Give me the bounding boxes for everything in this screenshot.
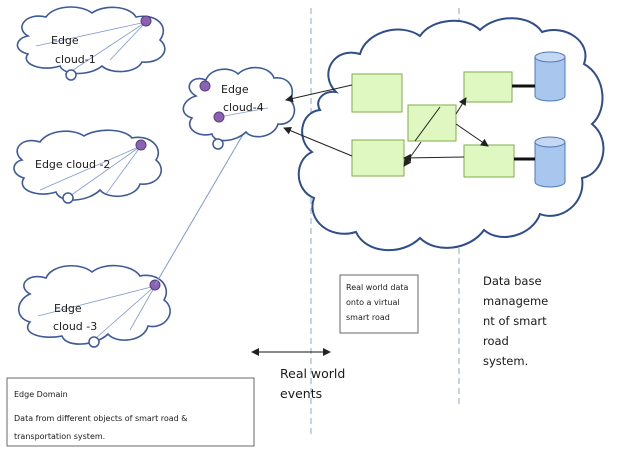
real-world-events-label: Real world events <box>280 366 345 401</box>
database-icon <box>534 136 566 188</box>
real-world-events-line2: events <box>280 386 322 401</box>
process-box <box>407 104 457 142</box>
data-flow-arrow <box>285 84 353 103</box>
database-management-label: Data base manageme nt of smart road syst… <box>483 274 548 368</box>
edge-cloud-3: Edge cloud -3 <box>17 264 171 348</box>
edge-node <box>88 336 100 348</box>
edge-cloud-4: Edge cloud-4 <box>182 66 296 150</box>
real-world-events-line1: Real world <box>280 366 345 381</box>
real-world-data-box: Real world data onto a virtual smart roa… <box>339 274 419 334</box>
process-box <box>351 73 403 113</box>
edge-cloud-2-label: Edge cloud -2 <box>35 158 110 171</box>
process-box <box>463 144 515 178</box>
edge-node <box>199 80 211 92</box>
process-box <box>463 71 513 103</box>
data-flow-arrow <box>455 123 489 147</box>
data-flow-arrow <box>403 141 422 167</box>
data-flow-arrow <box>414 106 441 142</box>
edge-node <box>140 15 152 27</box>
data-flow-arrow <box>403 153 465 162</box>
edge-cloud-1-label-line1: Edge <box>51 34 79 47</box>
edge-cloud-4-label-line1: Edge <box>221 83 249 96</box>
edge-node <box>65 69 77 81</box>
edge-cloud-1-label-line2: cloud-1 <box>55 53 96 66</box>
edge-domain-box: Edge Domain Data from different objects … <box>6 377 255 447</box>
process-box <box>351 139 405 177</box>
edge-node <box>212 138 224 150</box>
database-text-line1: Data base <box>483 274 542 288</box>
database-text-line5: system. <box>483 354 528 368</box>
edge-cloud-3-label-line1: Edge <box>54 302 82 315</box>
edge-domain-line2: transportation system. <box>14 432 105 441</box>
edge-link <box>154 113 256 286</box>
real-world-data-line3: smart road <box>346 313 390 322</box>
database-text-line3: nt of smart <box>483 314 547 328</box>
real-world-data-line1: Real world data <box>346 283 408 292</box>
edge-domain-title: Edge Domain <box>14 390 68 399</box>
edge-node <box>213 111 225 123</box>
data-flow-arrow <box>455 97 467 115</box>
database-icon <box>534 51 566 102</box>
data-flow-arrow <box>283 126 353 157</box>
edge-cloud-3-label-line2: cloud -3 <box>53 320 97 333</box>
edge-domain-line1: Data from different objects of smart roa… <box>14 414 188 423</box>
edge-node <box>62 192 74 204</box>
database-text-line4: road <box>483 334 509 348</box>
edge-cloud-4-label-line2: cloud-4 <box>223 101 264 114</box>
edge-cloud-2: Edge cloud -2 <box>13 129 162 204</box>
edge-cloud-1: Edge cloud-1 <box>16 6 166 81</box>
real-world-data-line2: onto a virtual <box>346 298 400 307</box>
edge-node <box>135 139 147 151</box>
database-text-line2: manageme <box>483 294 548 308</box>
